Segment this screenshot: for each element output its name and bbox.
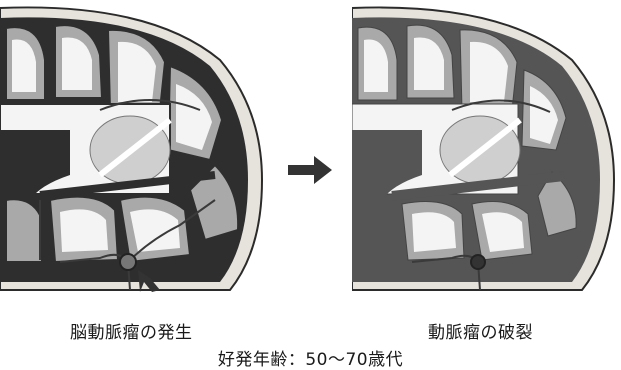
- caption-aneurysm-formation: 脳動脈瘤の発生: [70, 318, 193, 343]
- caption-aneurysm-rupture: 動脈瘤の破裂: [428, 318, 533, 343]
- brain-illustration-aneurysm-rupture: [352, 0, 621, 300]
- ruptured-aneurysm: [471, 255, 485, 269]
- brain-illustration-aneurysm-formation: [0, 0, 268, 300]
- right-arrow-icon: [286, 150, 334, 190]
- aneurysm: [120, 254, 136, 270]
- caption-onset-age: 好発年齢：50〜70歳代: [0, 345, 621, 370]
